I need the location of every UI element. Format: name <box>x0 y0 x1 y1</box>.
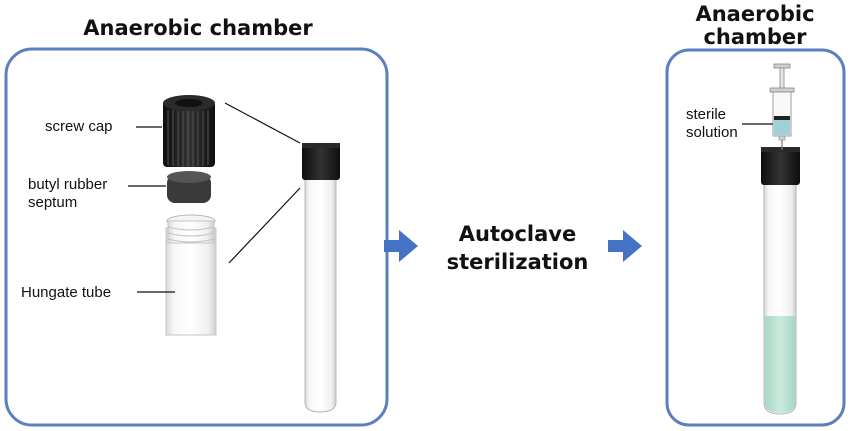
butyl-septum-image <box>167 171 211 203</box>
right-panel-frame <box>665 48 846 427</box>
autoclave-label: Autoclave <box>458 222 577 246</box>
arrow-right-1 <box>384 230 418 262</box>
screw-cap-image <box>163 95 215 167</box>
left-panel-frame <box>4 47 389 427</box>
right-panel-title-line1: Anaerobic <box>695 2 815 26</box>
assembled-tube-right <box>761 147 800 415</box>
sterile-solution-label-line1: sterile <box>686 106 727 123</box>
hungate-tube-image <box>165 214 217 336</box>
right-panel-title-line2: chamber <box>703 25 807 49</box>
hungate-tube-label: Hungate tube <box>21 284 112 301</box>
septum-label-line1: butyl rubber <box>28 176 108 193</box>
sterile-solution-label-line2: solution <box>686 124 738 141</box>
arrow-right-2 <box>608 230 642 262</box>
sterile-solution-liquid <box>765 316 795 413</box>
screw-cap-label: screw cap <box>45 118 113 135</box>
septum-label-line2: septum <box>28 194 78 211</box>
assembled-tube-left <box>302 143 340 413</box>
syringe-image <box>769 63 795 150</box>
sterilization-label: sterilization <box>446 250 589 274</box>
left-panel-title: Anaerobic chamber <box>83 16 313 40</box>
